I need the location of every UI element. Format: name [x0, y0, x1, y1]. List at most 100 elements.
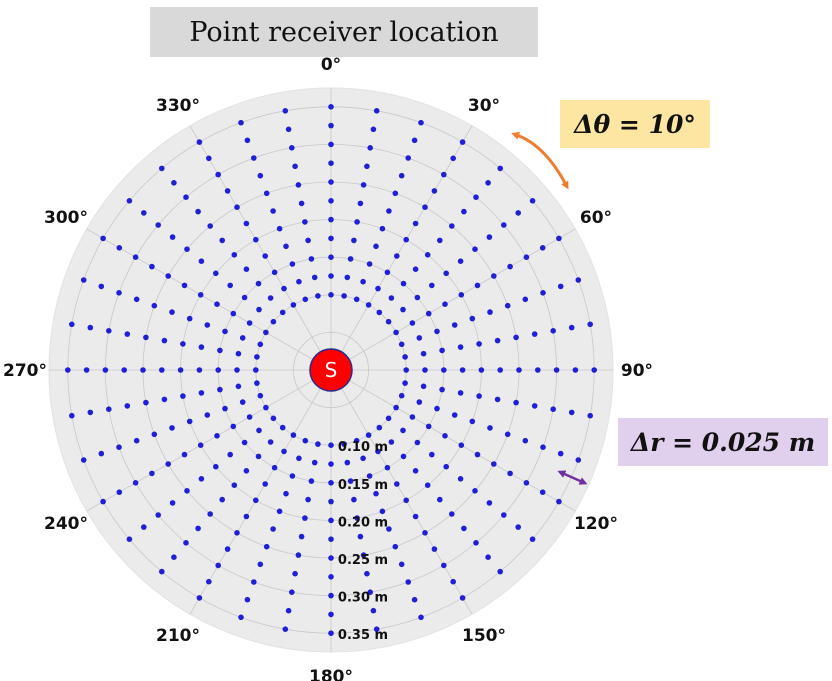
receiver-point [230, 310, 237, 317]
receiver-point [531, 403, 538, 409]
receiver-point [367, 145, 374, 151]
receiver-point [458, 442, 465, 449]
receiver-point [116, 245, 123, 251]
receiver-point [253, 236, 259, 243]
receiver-point [341, 441, 347, 447]
receiver-point [450, 578, 457, 585]
receiver-point [535, 367, 541, 373]
receiver-point [198, 476, 205, 482]
receiver-point [411, 596, 418, 603]
receiver-point [494, 337, 501, 344]
receiver-point [478, 367, 485, 373]
receiver-point [529, 536, 536, 542]
receiver-point [214, 433, 220, 439]
receiver-point [276, 225, 283, 232]
receiver-point [308, 478, 315, 484]
receiver-point [246, 414, 253, 420]
receiver-point [195, 525, 201, 532]
receiver-point [282, 108, 289, 114]
receiver-point [263, 404, 269, 411]
receiver-point [296, 278, 302, 285]
receiver-point [83, 367, 90, 373]
radial-tick-label: 0.10 m [338, 440, 388, 455]
receiver-point [328, 630, 334, 636]
receiver-point [262, 481, 269, 487]
receiver-point [328, 122, 334, 129]
receiver-point [328, 461, 334, 467]
receiver-point [328, 517, 334, 524]
receiver-point [497, 367, 504, 373]
receiver-point [289, 473, 296, 479]
receiver-point [366, 473, 373, 479]
receiver-point [279, 309, 286, 316]
receiver-point [155, 222, 161, 228]
receiver-point [591, 367, 597, 373]
receiver-point [344, 274, 351, 281]
receiver-point [133, 296, 140, 303]
receiver-point [283, 243, 289, 250]
receiver-point [328, 555, 334, 561]
receiver-point [234, 367, 240, 373]
receiver-point [501, 222, 507, 228]
receiver-point [398, 341, 405, 348]
receiver-point [171, 554, 177, 560]
receiver-point [400, 280, 407, 287]
receiver-point [121, 367, 127, 373]
receiver-point [403, 236, 410, 243]
receiver-point [311, 274, 318, 281]
receiver-point [394, 481, 400, 487]
receiver-point [457, 258, 464, 265]
receiver-point [398, 172, 405, 179]
receiver-point [379, 225, 386, 232]
receiver-point [476, 341, 482, 347]
receiver-point [80, 457, 87, 463]
receiver-point [491, 461, 497, 467]
delta-r-arrow [557, 470, 588, 485]
receiver-point [222, 328, 228, 335]
receiver-point [472, 488, 478, 494]
receiver-point [486, 234, 493, 240]
receiver-point [400, 427, 406, 434]
receiver-point [398, 392, 405, 399]
angle-tick-label: 60° [580, 208, 612, 228]
receiver-point [405, 155, 412, 161]
receiver-point [450, 155, 457, 162]
receiver-point [198, 258, 205, 265]
receiver-point [370, 607, 377, 614]
chart-title-box: Point receiver location [150, 7, 538, 57]
receiver-point [373, 108, 380, 114]
receiver-point [441, 367, 447, 373]
angular-grid-line [86, 369, 332, 512]
receiver-point [451, 412, 458, 418]
receiver-point [373, 626, 380, 632]
receiver-point [529, 198, 536, 204]
receiver-point [416, 335, 423, 341]
receiver-point [504, 302, 511, 309]
receiver-point [522, 437, 529, 444]
receiver-point [418, 119, 424, 126]
receiver-point [215, 171, 221, 178]
receiver-point [328, 442, 334, 449]
receiver-point [431, 188, 438, 194]
receiver-point [434, 328, 440, 335]
receiver-point [402, 380, 408, 386]
receiver-point [392, 543, 399, 550]
receiver-point [239, 399, 246, 405]
receiver-point [351, 237, 357, 244]
receiver-point [458, 292, 465, 298]
receiver-point [267, 295, 274, 301]
receiver-point [126, 536, 133, 542]
receiver-point [513, 399, 519, 406]
source-marker [309, 348, 353, 392]
receiver-point [246, 320, 253, 326]
receiver-point [305, 237, 311, 244]
angular-grid-line [330, 228, 576, 371]
receiver-point [386, 208, 392, 214]
receiver-point [328, 592, 334, 599]
receiver-point [69, 321, 75, 328]
radial-tick-label: 0.30 m [338, 591, 388, 606]
receiver-point [441, 562, 447, 569]
receiver-point [550, 406, 556, 413]
receiver-point [393, 404, 399, 411]
receiver-point [106, 328, 112, 334]
